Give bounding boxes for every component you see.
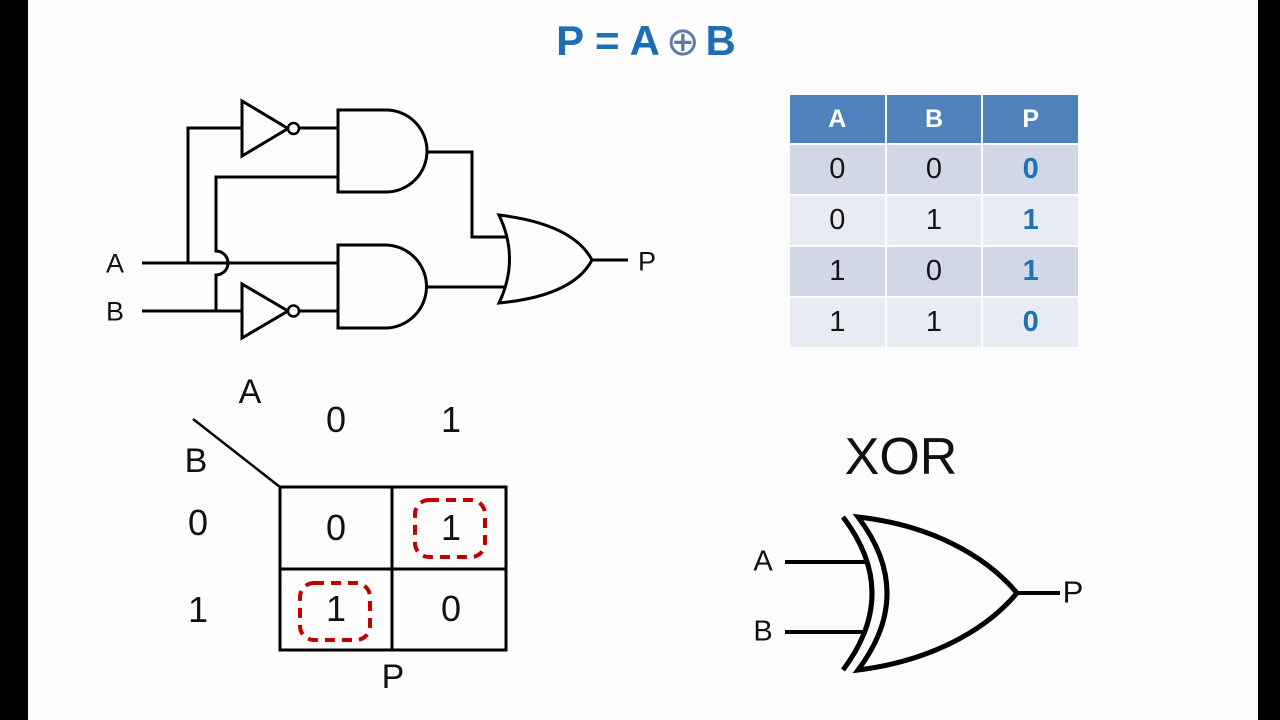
truth-table-row: 1 1 0 bbox=[790, 298, 1078, 347]
kmap-cell-11: 0 bbox=[440, 588, 462, 629]
truth-table-cell: 1 bbox=[790, 247, 885, 296]
truth-table-cell: 1 bbox=[886, 196, 982, 245]
equation-title: P = A ⊕ B bbox=[556, 17, 736, 65]
xor-gate-body bbox=[852, 513, 1021, 674]
xor-input-a-label: A bbox=[753, 545, 773, 578]
kmap-row-label-1: 1 bbox=[187, 589, 209, 630]
truth-table-row: 1 0 1 bbox=[790, 247, 1078, 296]
circuit-output-p-label: P bbox=[637, 246, 657, 277]
kmap-col-label-1: 1 bbox=[440, 399, 462, 440]
kmap-var-b-label: B bbox=[184, 442, 208, 480]
not-gate-b-bubble bbox=[286, 304, 301, 318]
or-gate bbox=[496, 213, 594, 305]
circuit-gates bbox=[240, 98, 594, 341]
truth-table-header-a: A bbox=[790, 95, 885, 143]
xor-output-p-label: P bbox=[1062, 574, 1084, 610]
circuit-input-a-label: A bbox=[105, 248, 125, 279]
not-gate-a bbox=[240, 98, 291, 159]
equation-rhs: B bbox=[705, 17, 736, 64]
xor-oplus-icon: ⊕ bbox=[666, 19, 700, 65]
kmap-grid bbox=[192, 418, 508, 652]
circuit-input-b-label: B bbox=[105, 296, 125, 327]
kmap-highlight-row0-col1 bbox=[413, 498, 487, 559]
truth-table-cell: 1 bbox=[790, 298, 885, 347]
truth-table-cell-p: 1 bbox=[983, 247, 1078, 296]
truth-table-cell: 1 bbox=[886, 298, 982, 347]
wire-a-to-not bbox=[186, 126, 242, 263]
kmap-cell-01: 1 bbox=[440, 507, 462, 548]
truth-table-header-p: P bbox=[983, 95, 1078, 143]
truth-table-cell-p: 0 bbox=[983, 298, 1078, 347]
truth-table-cell: 0 bbox=[790, 145, 885, 194]
kmap-row-label-0: 0 bbox=[187, 502, 209, 543]
kmap-cell-10: 1 bbox=[325, 588, 347, 629]
kmap-cell-00: 0 bbox=[325, 507, 347, 548]
truth-table-row: 0 0 0 bbox=[790, 145, 1078, 194]
wire-andtop-to-or bbox=[428, 150, 516, 239]
equation-lhs: P = A bbox=[556, 17, 661, 64]
kmap-highlight-row1-col0 bbox=[298, 581, 372, 642]
truth-table-cell-p: 1 bbox=[983, 196, 1078, 245]
kmap-diagonal bbox=[192, 418, 281, 488]
xor-input-b-label: B bbox=[753, 615, 773, 648]
not-gate-a-bubble bbox=[286, 121, 301, 136]
truth-table-header-row: A B P bbox=[790, 95, 1078, 143]
truth-table-header-b: B bbox=[886, 95, 982, 143]
kmap-var-a-label: A bbox=[238, 373, 262, 411]
and-gate-bottom bbox=[336, 243, 428, 330]
kmap-output-p-label: P bbox=[381, 658, 405, 696]
truth-table-cell-p: 0 bbox=[983, 145, 1078, 194]
and-gate-top bbox=[336, 108, 429, 194]
truth-table: A B P 0 0 0 0 1 1 1 0 1 1 1 bbox=[788, 93, 1080, 349]
kmap-col-label-0: 0 bbox=[325, 399, 347, 440]
truth-table-cell: 0 bbox=[886, 145, 982, 194]
truth-table-cell: 0 bbox=[790, 196, 885, 245]
xor-symbol bbox=[785, 513, 1060, 674]
circuit-wires bbox=[142, 126, 628, 313]
truth-table-cell: 0 bbox=[886, 247, 982, 296]
wire-b-hop-to-and-top bbox=[214, 175, 338, 311]
not-gate-b bbox=[240, 281, 291, 341]
xor-back-arc bbox=[841, 515, 875, 672]
truth-table-row: 0 1 1 bbox=[790, 196, 1078, 245]
xor-title: XOR bbox=[844, 428, 958, 486]
